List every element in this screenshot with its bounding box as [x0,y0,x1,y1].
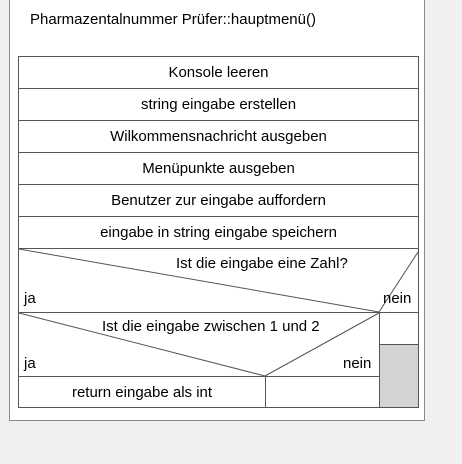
return-label: return eingabe als int [71,383,213,401]
decision1-no-diagonal [378,251,419,313]
decision1-yes-label: ja [24,290,36,307]
statement-clear-console: Konsole leeren [18,56,419,89]
decision2-yes-diagonal [18,312,266,377]
statement-menu-items: Menüpunkte ausgeben [18,152,419,185]
decision2-no-diagonal [264,312,380,377]
decision2-no-label: nein [343,355,372,372]
statement-return-int: return eingabe als int [18,376,266,408]
no-branch-upper-cell [379,312,419,345]
decision-block-is-number [18,248,419,313]
decision2-yes-label: ja [24,355,36,372]
decision1-yes-diagonal [18,248,380,313]
no-branch-empty-block [379,344,419,408]
decision-block-range [18,312,380,377]
decision1-condition: Ist die eingabe eine Zahl? [176,255,348,272]
statement-store-input: eingabe in string eingabe speichern [18,216,419,249]
decision2-no-branch-cell [265,376,380,408]
diagram-title: Pharmazentalnummer Prüfer::hauptmenü() [30,11,316,28]
statement-create-string: string eingabe erstellen [18,88,419,121]
decision1-no-label: nein [383,290,412,307]
decision2-condition: Ist die eingabe zwischen 1 und 2 [102,318,320,335]
